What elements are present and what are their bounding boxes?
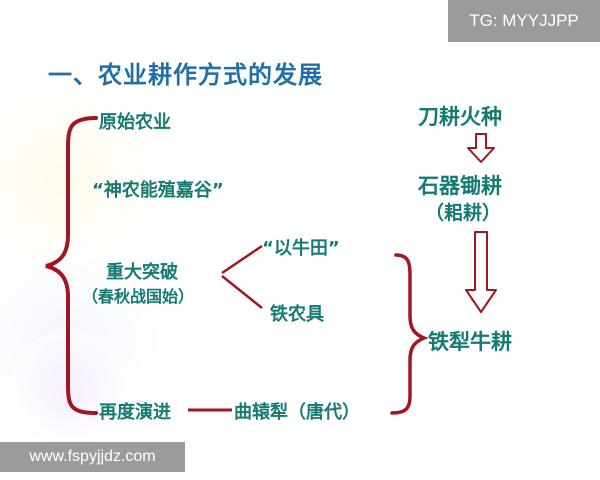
branch-ox-farming: “以牛田” — [262, 238, 340, 259]
stage-shennong-quote: “神农能殖嘉谷” — [92, 180, 224, 201]
left-brace — [45, 116, 98, 415]
step-stone-hoe: 石器锄耕 — [418, 174, 502, 198]
background-blob-yellow — [0, 60, 160, 300]
step-iron-plow-ox: 铁犁牛耕 — [428, 330, 512, 354]
step-stone-hoe-alt: （耜耕） — [425, 202, 502, 224]
stage-primitive-agriculture: 原始农业 — [99, 112, 171, 133]
arrow-down-icon-2 — [465, 231, 497, 313]
watermark-bottom: www.fspyjjdz.com — [0, 442, 185, 472]
step-slash-and-burn: 刀耕火种 — [418, 105, 502, 129]
slide-title: 一、农业耕作方式的发展 — [48, 61, 323, 89]
stage-breakthrough-period: （春秋战国始） — [82, 287, 195, 306]
right-brace — [390, 253, 429, 415]
branch-iron-tools: 铁农具 — [270, 304, 324, 325]
watermark-top: TG: MYYJJPP — [448, 0, 600, 42]
background-blob-blue — [0, 240, 160, 440]
stage-major-breakthrough: 重大突破 — [106, 262, 178, 283]
fork-line-lower — [221, 275, 263, 309]
stage-further-evolution: 再度演进 — [99, 402, 171, 423]
arrow-down-icon-1 — [467, 133, 495, 163]
curved-shaft-plow: 曲辕犁（唐代） — [234, 402, 360, 423]
fork-line-upper — [221, 244, 263, 275]
